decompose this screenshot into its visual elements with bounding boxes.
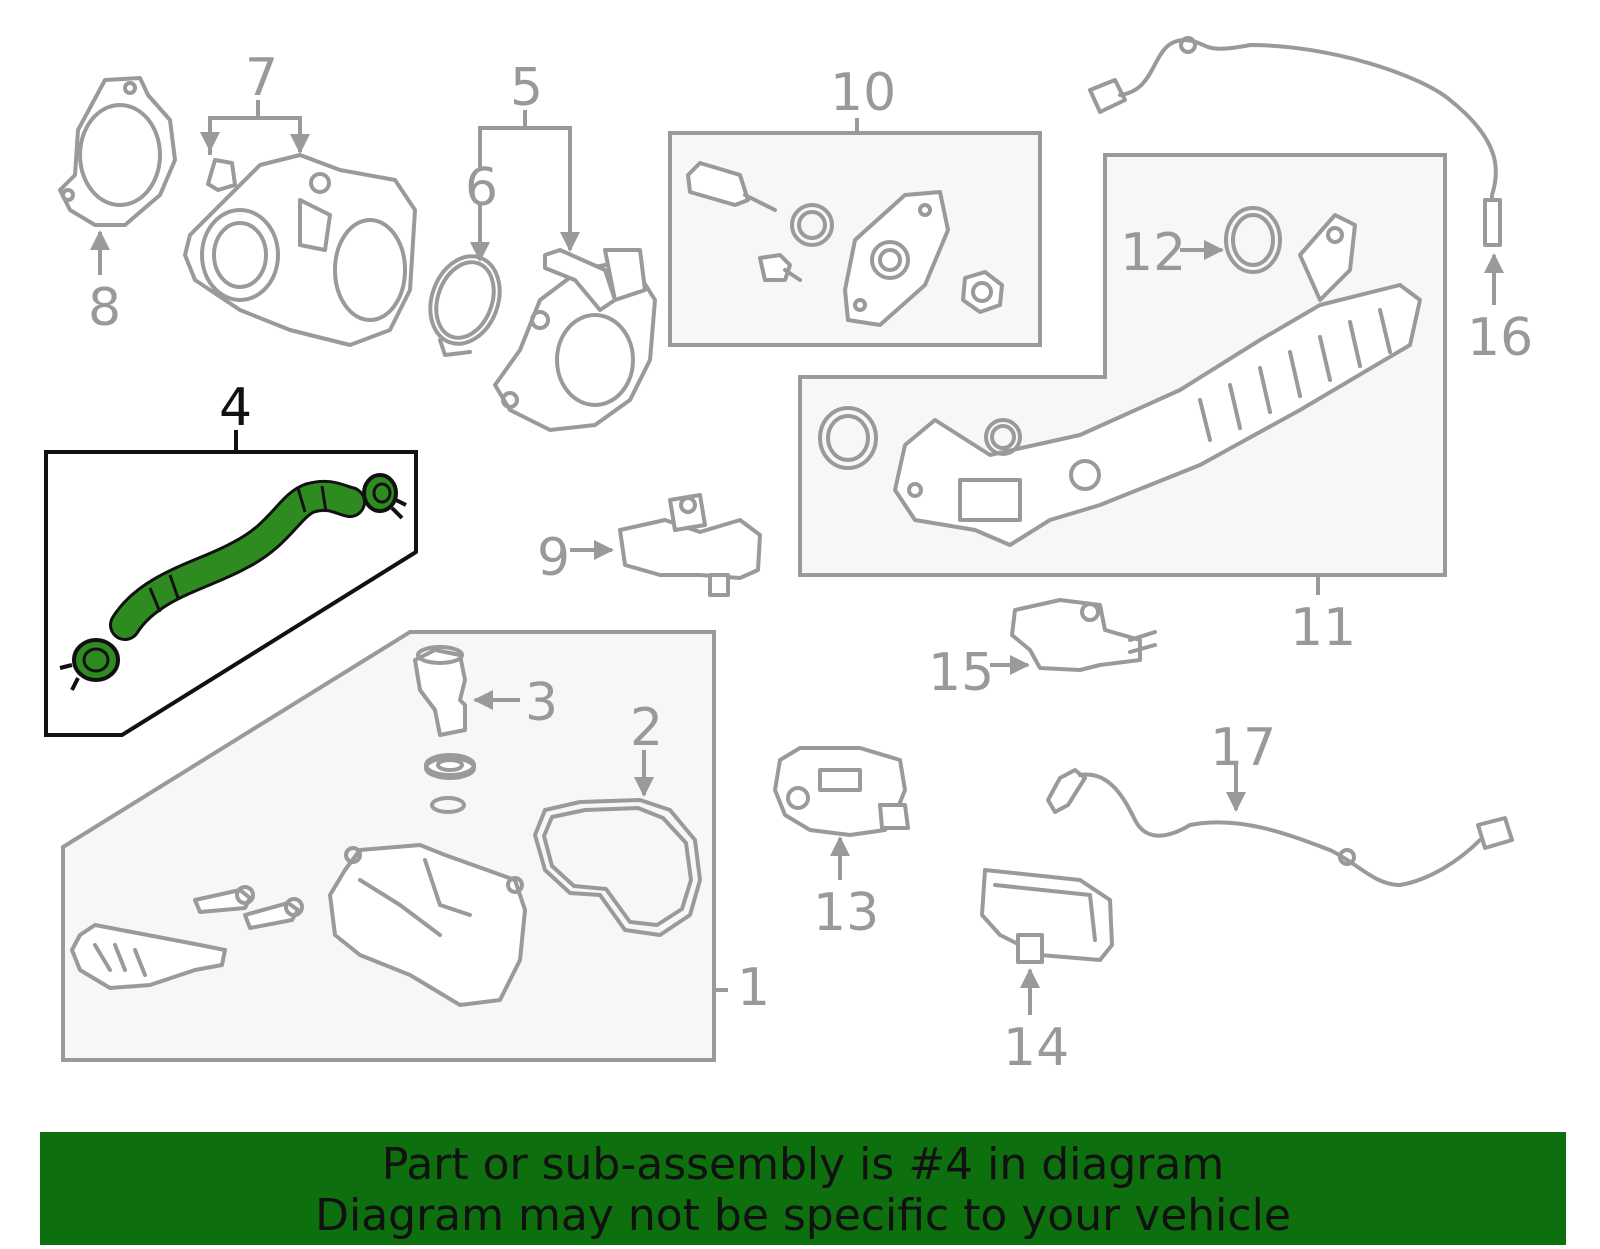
part-5-water-outlet[interactable] (493, 248, 657, 432)
callout-8: 8 (88, 278, 121, 338)
callout-13: 13 (813, 883, 879, 943)
part-17-oxygen-sensor[interactable] (1046, 768, 1514, 887)
part-2-gasket[interactable] (533, 798, 702, 937)
part-7-throttle-body[interactable] (183, 153, 417, 347)
part-13-valve-actuator[interactable] (773, 746, 910, 837)
callout-17: 17 (1210, 718, 1276, 778)
callout-12: 12 (1120, 223, 1186, 283)
part-4-coolant-hose[interactable] (59, 473, 407, 691)
part-10-sensor-kit[interactable] (686, 161, 1004, 327)
part-14-module[interactable] (980, 868, 1114, 964)
part-11-egr-cooler[interactable] (818, 213, 1422, 547)
callout-4: 4 (219, 378, 252, 438)
callout-3: 3 (525, 673, 558, 733)
part-3-connector[interactable] (413, 645, 476, 814)
callout-9: 9 (537, 528, 570, 588)
banner-line-1: Part or sub-assembly is #4 in diagram (381, 1139, 1225, 1190)
part-1-thermostat-housing[interactable] (70, 843, 527, 1007)
callout-7: 7 (245, 48, 278, 108)
callout-5: 5 (510, 58, 543, 118)
part-16-oxygen-sensor[interactable] (1088, 36, 1502, 247)
callout-10: 10 (830, 63, 896, 123)
callout-14: 14 (1003, 1018, 1069, 1078)
info-banner: Part or sub-assembly is #4 in diagram Di… (40, 1132, 1566, 1245)
callout-16: 16 (1467, 308, 1533, 368)
part-9-pressure-sensor[interactable] (618, 493, 762, 597)
part-6-seal[interactable] (419, 246, 512, 357)
part-12-gasket[interactable] (1224, 206, 1282, 274)
part-15-solenoid-valve[interactable] (1010, 598, 1157, 672)
banner-line-2: Diagram may not be specific to your vehi… (315, 1190, 1291, 1241)
callout-1: 1 (737, 958, 770, 1018)
callout-15: 15 (928, 643, 994, 703)
callout-11: 11 (1290, 598, 1356, 658)
part-8-gasket[interactable] (58, 76, 177, 227)
callout-2: 2 (630, 698, 663, 758)
part-4-box (44, 450, 418, 737)
